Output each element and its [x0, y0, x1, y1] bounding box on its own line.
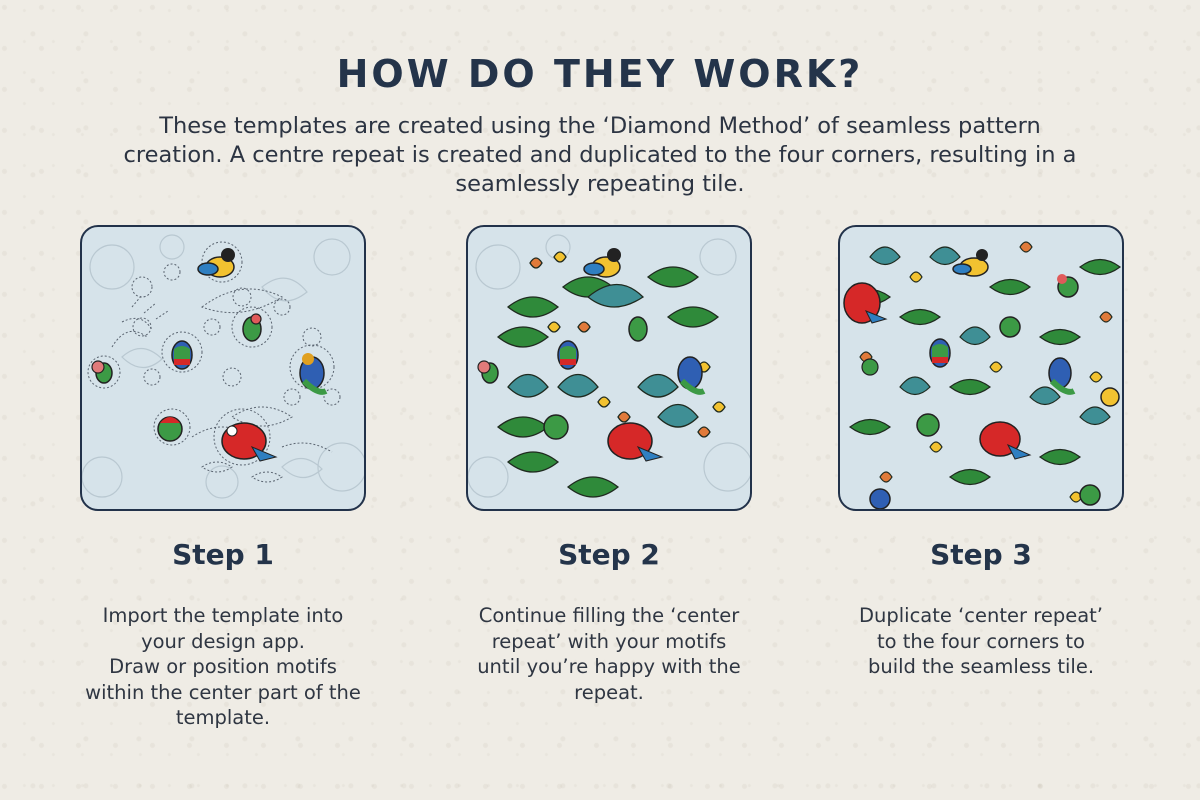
intro-line-1: These templates are created using the ‘D… [159, 113, 1041, 139]
step3-line-2: to the four corners to [877, 629, 1085, 653]
step2-description: Continue filling the ‘center repeat’ wit… [444, 603, 774, 705]
parrot-template-sketch-icon [82, 234, 364, 499]
step1-template-illustration [80, 225, 366, 511]
step2-title: Step 2 [558, 538, 660, 571]
parrot-center-repeat-icon [468, 234, 750, 498]
step3-line-1: Duplicate ‘center repeat’ [859, 604, 1103, 627]
intro-line-2: creation. A centre repeat is created and… [123, 142, 1077, 168]
step3-title: Step 3 [930, 538, 1032, 571]
step1-line-1: Import the template into [102, 604, 344, 627]
step3-description: Duplicate ‘center repeat’ to the four co… [816, 603, 1146, 680]
step1-title: Step 1 [172, 538, 274, 571]
step2-center-repeat-illustration [466, 225, 752, 511]
step3-seamless-tile-illustration [838, 225, 1124, 511]
step2-line-1: Continue filling the ‘center [478, 604, 740, 627]
step1-line-5: template. [175, 706, 271, 729]
step1-line-3: Draw or position motifs [109, 655, 337, 678]
step2-line-4: repeat. [574, 680, 644, 704]
intro-text: These templates are created using the ‘D… [100, 112, 1100, 199]
step2-line-3: until you’re happy with the [477, 655, 741, 678]
step1-description: Import the template into your design app… [58, 603, 388, 731]
step3-line-3: build the seamless tile. [867, 655, 1095, 678]
step1-line-2: your design app. [141, 629, 305, 653]
step2-line-2: repeat’ with your motifs [491, 629, 727, 653]
step1-line-4: within the center part of the [85, 680, 361, 704]
parrot-seamless-tile-icon [843, 241, 1122, 509]
intro-line-3: seamlessly repeating tile. [455, 171, 745, 197]
page-title: HOW DO THEY WORK? [336, 52, 864, 96]
